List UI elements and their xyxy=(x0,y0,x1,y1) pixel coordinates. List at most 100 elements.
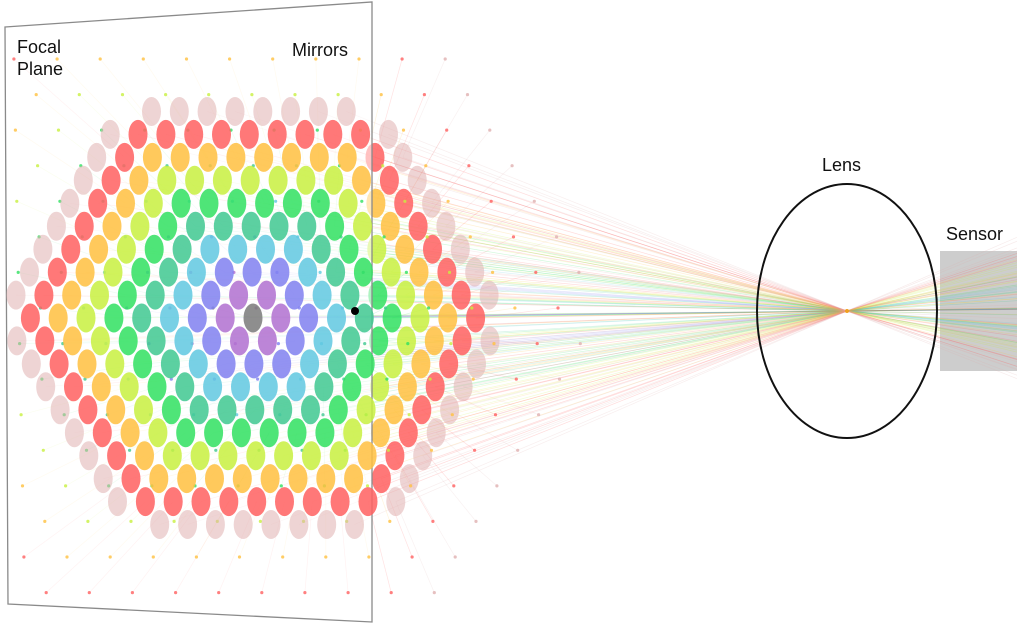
exit-ray xyxy=(846,307,1017,312)
exit-ray xyxy=(846,287,1017,312)
mirror xyxy=(352,165,371,195)
incoming-ray xyxy=(381,478,413,558)
focal-point-dot xyxy=(491,270,495,274)
exit-ray xyxy=(846,276,1017,312)
exit-ray xyxy=(846,291,1017,312)
mirror xyxy=(215,303,235,333)
mirror xyxy=(212,165,232,195)
exit-ray xyxy=(846,309,1017,312)
reflected-ray xyxy=(445,225,848,312)
mirror xyxy=(205,464,224,494)
mirror xyxy=(257,326,277,356)
mirror xyxy=(47,257,67,287)
incoming-ray xyxy=(431,129,491,204)
focal-point-dot xyxy=(403,199,407,203)
mirror xyxy=(105,349,125,379)
reflected-ray xyxy=(418,225,848,312)
mirror xyxy=(410,303,430,333)
mirror xyxy=(103,257,123,287)
focal-point-dot xyxy=(279,484,283,488)
exit-ray xyxy=(846,308,1017,312)
mirror xyxy=(407,165,427,195)
mirror xyxy=(384,395,404,425)
reflected-ray xyxy=(366,310,848,411)
mirror xyxy=(200,234,220,264)
mirror xyxy=(218,441,238,471)
reflected-ray xyxy=(346,111,848,312)
mirrors-label: Mirrors xyxy=(292,40,348,60)
exit-ray xyxy=(846,310,1017,343)
reflected-ray xyxy=(403,202,848,312)
mirror xyxy=(176,418,196,448)
mirror xyxy=(170,142,190,172)
mirror xyxy=(104,303,124,333)
mirror xyxy=(437,257,457,287)
focal-point-dot xyxy=(207,93,211,97)
reflected-ray xyxy=(418,271,848,312)
incoming-ray xyxy=(489,340,581,344)
focal-point-dot xyxy=(379,93,383,97)
incoming-ray xyxy=(489,272,579,296)
focal-point-dot xyxy=(400,57,404,61)
focal-point-dot xyxy=(493,413,498,417)
mirror xyxy=(78,395,98,425)
exit-ray xyxy=(846,310,1017,347)
incoming-ray xyxy=(422,455,477,522)
incoming-ray xyxy=(476,363,560,380)
mirror xyxy=(202,326,222,356)
mirror xyxy=(178,510,198,539)
focal-point-dot xyxy=(258,519,262,524)
incoming-ray xyxy=(460,201,535,250)
mirror xyxy=(130,211,150,241)
reflected-ray xyxy=(348,202,848,312)
mirror xyxy=(75,257,95,287)
reflected-ray xyxy=(435,310,848,388)
mirror xyxy=(143,188,163,218)
mirror xyxy=(386,487,406,517)
exit-ray xyxy=(846,253,1017,312)
exit-ray xyxy=(846,310,1017,316)
focal-point-dot xyxy=(388,519,392,524)
mirror xyxy=(90,280,109,310)
focal-point-dot xyxy=(346,591,350,595)
mirror xyxy=(371,464,391,494)
focal-point-dot xyxy=(303,591,307,595)
exit-ray xyxy=(846,310,1017,319)
focal-point-dot xyxy=(256,377,260,381)
mirror xyxy=(371,418,390,448)
focal-point-dot xyxy=(382,235,386,239)
focal-point-dot xyxy=(473,448,477,452)
focal-point-dot xyxy=(214,448,218,452)
mirror xyxy=(90,326,110,356)
focal-point-dot xyxy=(432,591,436,595)
exit-ray xyxy=(846,310,1017,324)
focal-point-dot xyxy=(276,342,280,346)
mirror xyxy=(273,395,293,425)
mirror xyxy=(439,349,459,379)
exit-ray xyxy=(846,289,1017,312)
focal-point-dot xyxy=(514,377,518,381)
mirror xyxy=(175,372,195,402)
exit-ray xyxy=(846,310,1017,327)
mirror xyxy=(230,326,249,356)
mirror xyxy=(135,487,155,517)
incoming-ray xyxy=(402,58,446,158)
reflected-ray xyxy=(417,179,848,312)
exit-ray xyxy=(846,308,1017,312)
focal-point-dot xyxy=(407,413,411,417)
mirror xyxy=(100,119,120,149)
mirror xyxy=(284,280,304,310)
mirror xyxy=(88,188,108,218)
exit-ray xyxy=(846,255,1017,312)
focal-point-dot xyxy=(383,306,388,310)
mirror xyxy=(385,441,405,471)
mirror xyxy=(270,257,290,287)
mirror xyxy=(308,97,328,126)
mirror xyxy=(214,257,234,287)
exit-ray xyxy=(846,275,1017,312)
mirror xyxy=(116,188,135,218)
focal-point-dot xyxy=(555,235,559,239)
exit-ray xyxy=(846,276,1017,312)
exit-ray xyxy=(846,289,1017,312)
